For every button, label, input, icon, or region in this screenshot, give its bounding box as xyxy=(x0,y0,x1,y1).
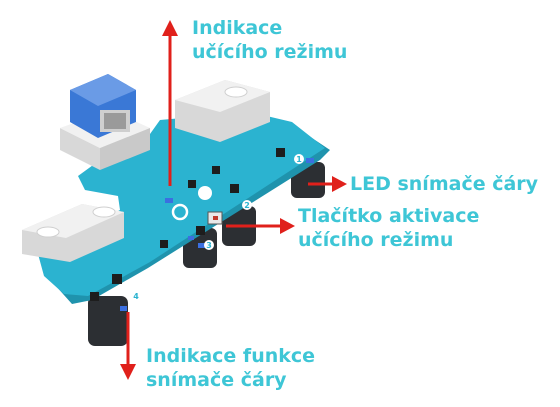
sensor-number-2: 2 xyxy=(242,200,252,210)
teaching-mode-indicator-line2: učícího režimu xyxy=(192,41,348,63)
line-sensor-function-label: Indikace funkce snímače čáry xyxy=(146,344,315,392)
teaching-mode-indicator-line1: Indikace xyxy=(192,17,283,39)
teaching-mode-led xyxy=(171,203,189,221)
sensor-cylinder-4 xyxy=(88,296,128,346)
arrow-line-sensor-led xyxy=(308,176,347,192)
line-sensor-led-label: LED snímače čáry xyxy=(350,172,538,196)
teaching-mode-button-label: Tlačítko aktivace učícího režimu xyxy=(298,204,479,252)
arrow-teaching-mode-indicator xyxy=(162,20,178,186)
indicator-dot xyxy=(198,186,212,200)
chip xyxy=(90,292,99,301)
chip xyxy=(212,166,220,174)
led-blue xyxy=(165,198,173,203)
teaching-mode-indicator-label: Indikace učícího režimu xyxy=(192,16,347,64)
led-blue xyxy=(120,306,127,311)
line-sensor-led-line1: LED snímače čáry xyxy=(350,173,539,195)
arrow-line-sensor-function xyxy=(120,312,136,380)
board-components xyxy=(90,148,314,311)
sensor-number-3-text: 3 xyxy=(206,241,212,250)
led-blue xyxy=(188,236,194,240)
arrow-teaching-mode-button xyxy=(226,218,295,234)
mount-housing-top xyxy=(175,80,270,142)
chip xyxy=(276,148,285,157)
line-sensor-function-line1: Indikace funkce xyxy=(146,345,316,367)
teaching-mode-button-line2: učícího režimu xyxy=(298,229,454,251)
chip xyxy=(112,274,122,284)
connector xyxy=(60,74,150,170)
sensor-number-4-text: 4 xyxy=(133,292,139,301)
sensor-number-2-text: 2 xyxy=(244,201,250,210)
chip xyxy=(196,226,205,235)
sensor-number-4: 4 xyxy=(131,291,141,301)
callout-arrows xyxy=(120,20,347,380)
teaching-mode-button-line1: Tlačítko aktivace xyxy=(298,205,480,227)
chip xyxy=(160,240,168,248)
sensor-number-1: 1 xyxy=(294,154,304,164)
led-blue xyxy=(306,158,314,163)
mount-housing-left xyxy=(22,204,124,262)
line-sensor-function-line2: snímače čáry xyxy=(146,369,287,391)
sensor-number-3: 3 xyxy=(204,240,214,250)
sensor-number-1-text: 1 xyxy=(296,155,302,164)
led-blue xyxy=(198,243,205,248)
chip xyxy=(230,184,239,193)
chip xyxy=(188,180,196,188)
